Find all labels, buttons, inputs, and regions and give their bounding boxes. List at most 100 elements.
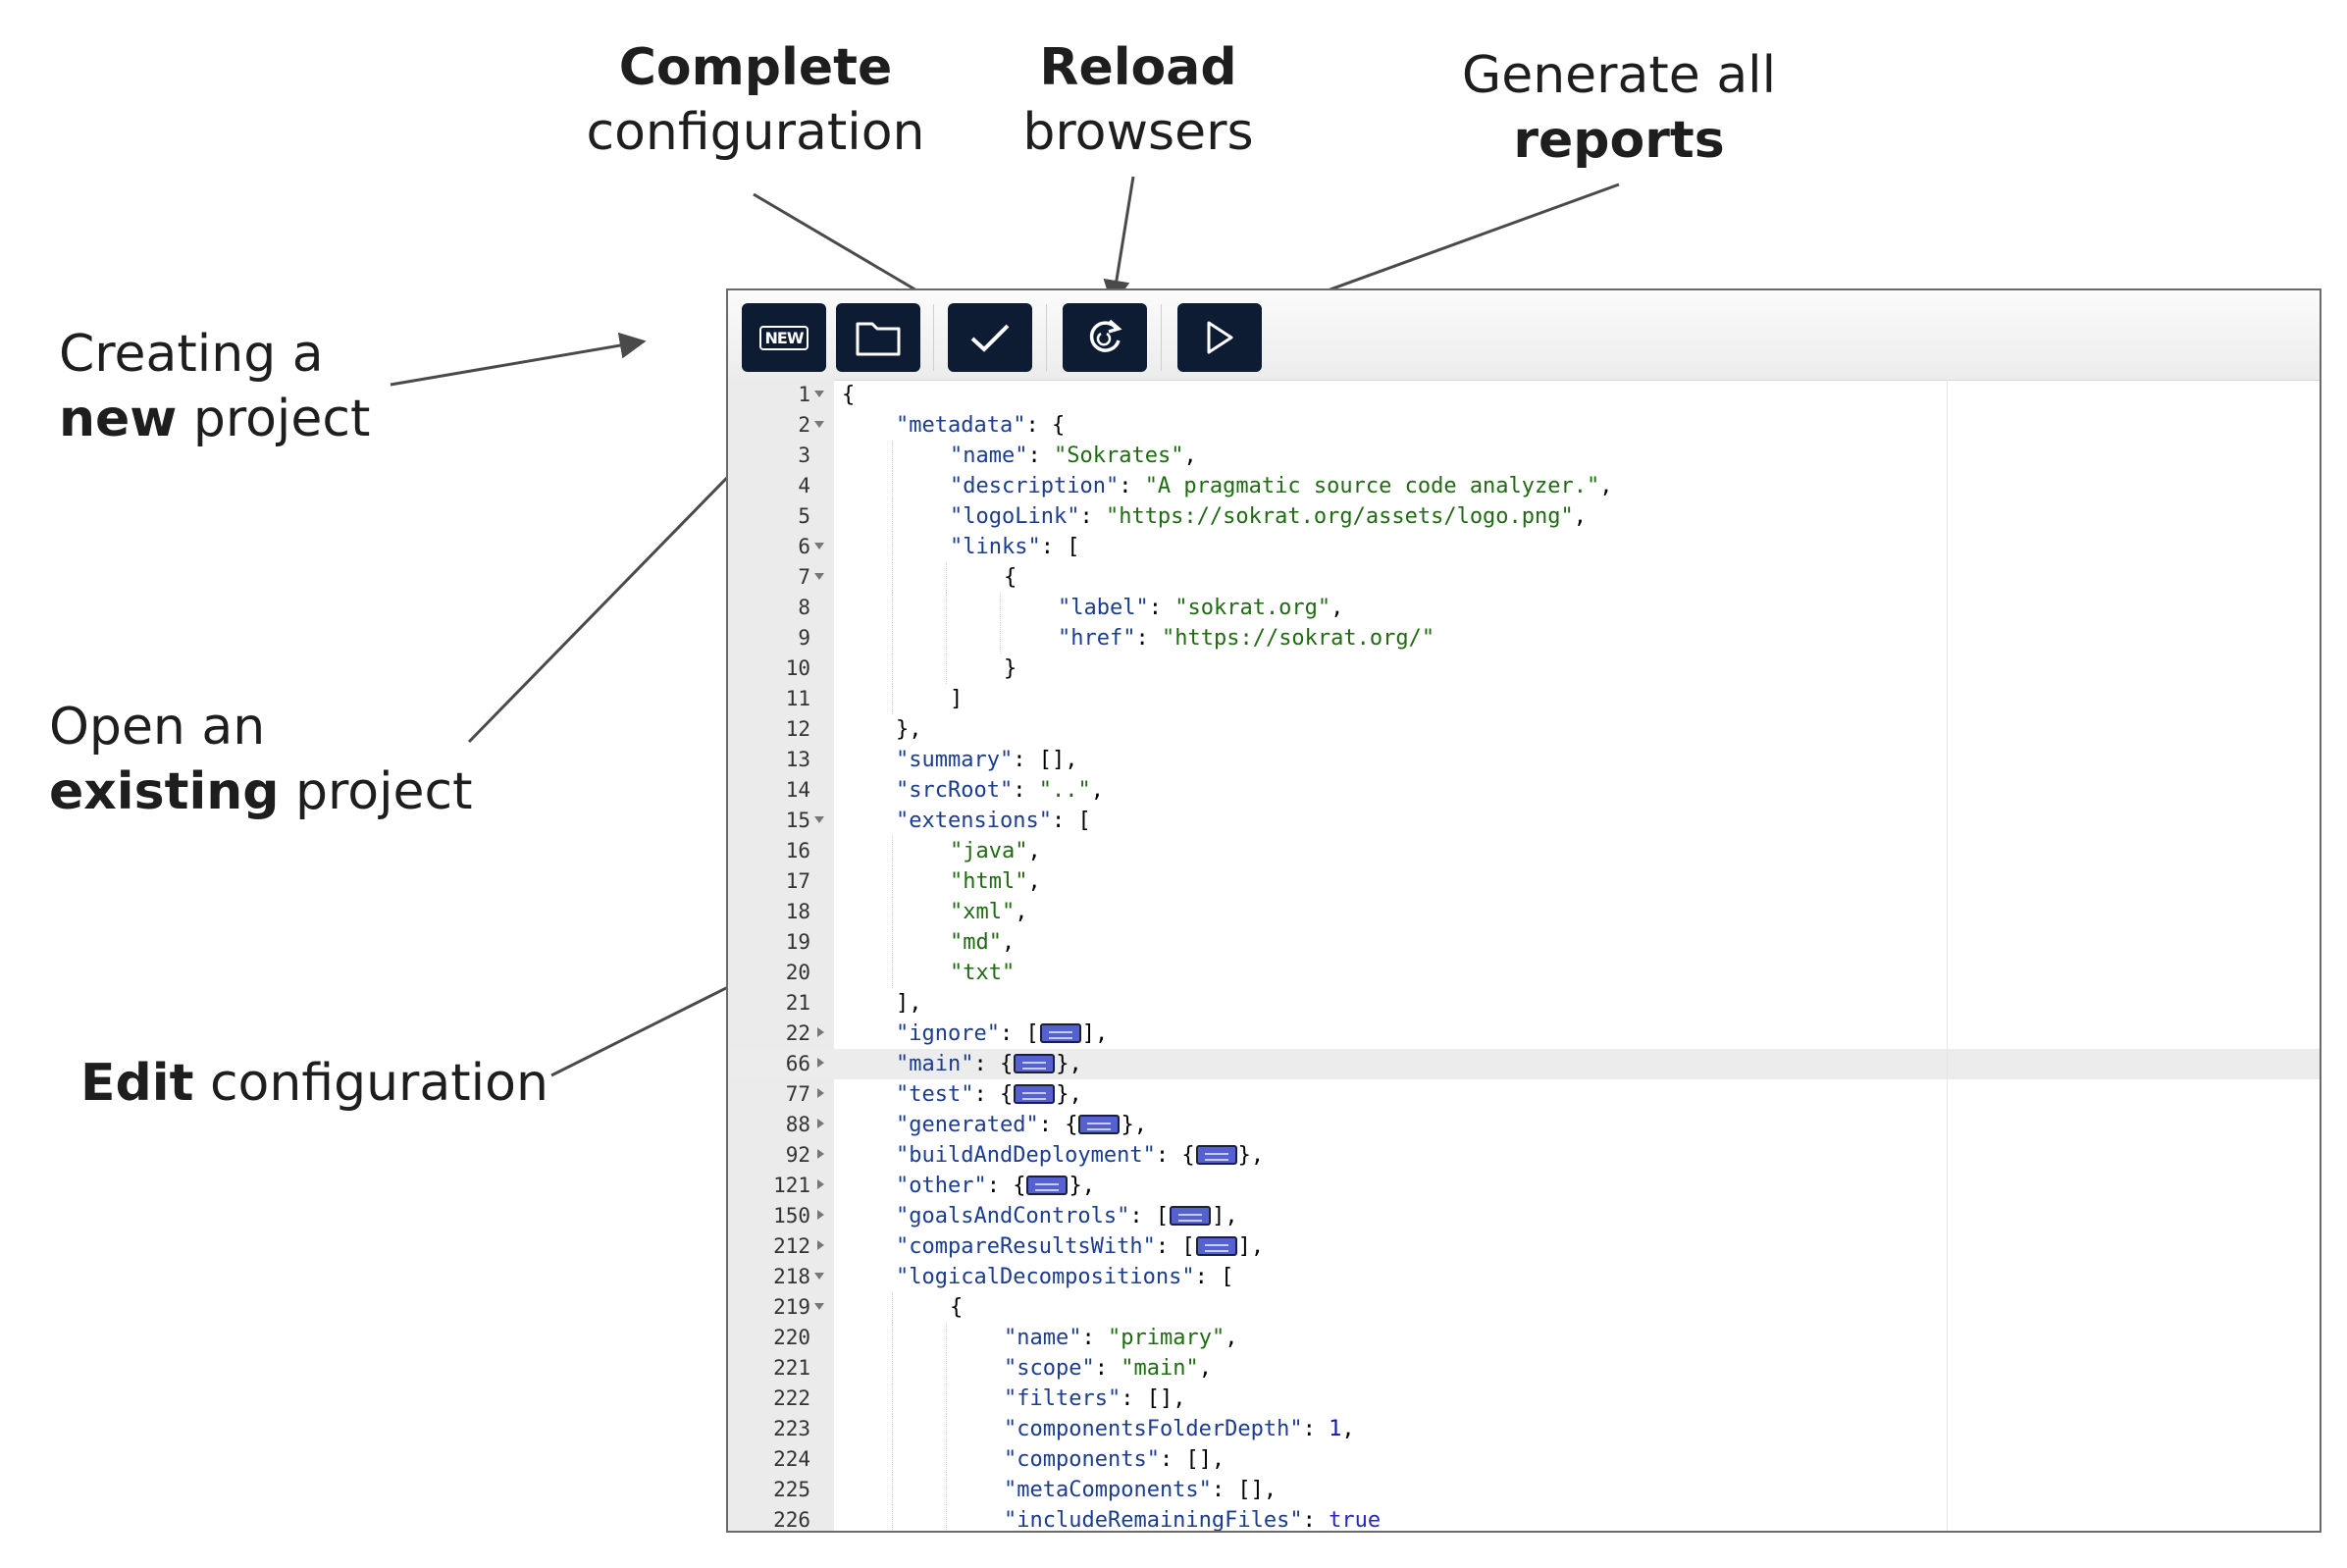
code-line[interactable]: 88"generated": {}, [728, 1110, 2320, 1140]
code-token: "summary" [896, 748, 1014, 772]
code-line[interactable]: 1{ [728, 380, 2320, 410]
code-line[interactable]: 121"other": {}, [728, 1171, 2320, 1201]
code-line[interactable]: 220"name": "primary", [728, 1323, 2320, 1353]
fold-open-icon[interactable] [814, 816, 824, 823]
code-line[interactable]: 5"logoLink": "https://sokrat.org/assets/… [728, 501, 2320, 532]
code-token: "componentsFolderDepth" [1004, 1417, 1303, 1441]
code-line[interactable]: 14"srcRoot": "..", [728, 775, 2320, 806]
code-line[interactable]: 8"label": "sokrat.org", [728, 593, 2320, 623]
code-line[interactable]: 212"compareResultsWith": [], [728, 1231, 2320, 1262]
fold-open-icon[interactable] [814, 1303, 824, 1310]
code-line[interactable]: 12}, [728, 714, 2320, 745]
line-number: 92 [785, 1143, 810, 1167]
code-line[interactable]: 222"filters": [], [728, 1384, 2320, 1414]
folded-block-icon[interactable] [1026, 1176, 1069, 1195]
code-token: "logoLink" [950, 504, 1080, 529]
line-number: 15 [785, 809, 810, 832]
folded-block-icon[interactable] [1078, 1115, 1121, 1134]
code-line[interactable]: 17"html", [728, 866, 2320, 897]
folded-block-icon[interactable] [1170, 1206, 1212, 1226]
fold-closed-icon[interactable] [817, 1210, 824, 1220]
code-line[interactable]: 18"xml", [728, 897, 2320, 927]
folded-block-icon[interactable] [1014, 1054, 1056, 1073]
code-line[interactable]: 13"summary": [], [728, 745, 2320, 775]
code-token: "logicalDecompositions" [896, 1265, 1195, 1289]
folded-block-icon[interactable] [1195, 1145, 1237, 1165]
fold-open-icon[interactable] [814, 573, 824, 580]
fold-closed-icon[interactable] [817, 1058, 824, 1068]
code-token: , [1198, 1356, 1212, 1381]
code-line[interactable]: 3"name": "Sokrates", [728, 441, 2320, 471]
callout-open-line1: Open an [49, 698, 266, 757]
code-line[interactable]: 225"metaComponents": [], [728, 1475, 2320, 1505]
code-text: "includeRemainingFiles": true [1004, 1505, 1381, 1531]
line-number: 17 [785, 869, 810, 893]
code-line[interactable]: 226"includeRemainingFiles": true [728, 1505, 2320, 1531]
code-line[interactable]: 218"logicalDecompositions": [ [728, 1262, 2320, 1292]
fold-closed-icon[interactable] [817, 1027, 824, 1037]
code-editor[interactable]: 1{2"metadata": {3"name": "Sokrates",4"de… [728, 380, 2320, 1531]
fold-closed-icon[interactable] [817, 1088, 824, 1098]
code-token: : { [986, 1174, 1026, 1198]
code-line[interactable]: 2"metadata": { [728, 410, 2320, 441]
code-line[interactable]: 150"goalsAndControls": [], [728, 1201, 2320, 1231]
code-text: "txt" [950, 958, 1015, 988]
fold-closed-icon[interactable] [817, 1240, 824, 1250]
indent-guide [946, 1444, 947, 1475]
fold-closed-icon[interactable] [817, 1119, 824, 1128]
line-number: 66 [785, 1052, 810, 1075]
line-number: 1 [798, 383, 810, 406]
indent-guide [892, 1323, 893, 1353]
indent-guide [892, 593, 893, 623]
folded-block-icon[interactable] [1039, 1023, 1081, 1043]
indent-guide [892, 501, 893, 532]
code-line[interactable]: 15"extensions": [ [728, 806, 2320, 836]
indent-guide [946, 1505, 947, 1531]
code-text: }, [896, 714, 922, 745]
code-text: } [1004, 653, 1017, 684]
new-project-button[interactable]: NEW [742, 303, 826, 372]
code-line[interactable]: 77"test": {}, [728, 1079, 2320, 1110]
reload-browsers-button[interactable] [1063, 303, 1147, 372]
code-line[interactable]: 4"description": "A pragmatic source code… [728, 471, 2320, 501]
code-line[interactable]: 20"txt" [728, 958, 2320, 988]
code-line[interactable]: 21], [728, 988, 2320, 1019]
code-line[interactable]: 22"ignore": [], [728, 1019, 2320, 1049]
code-line[interactable]: 92"buildAndDeployment": {}, [728, 1140, 2320, 1171]
code-line[interactable]: 11] [728, 684, 2320, 714]
fold-open-icon[interactable] [814, 543, 824, 549]
code-line[interactable]: 10} [728, 653, 2320, 684]
code-token: , [1090, 778, 1104, 803]
line-number: 219 [773, 1295, 810, 1319]
code-token: : [1081, 1326, 1108, 1350]
fold-open-icon[interactable] [814, 391, 824, 397]
fold-open-icon[interactable] [814, 421, 824, 428]
code-line[interactable]: 66"main": {}, [728, 1049, 2320, 1079]
code-line[interactable]: 221"scope": "main", [728, 1353, 2320, 1384]
open-project-button[interactable] [836, 303, 920, 372]
code-line[interactable]: 19"md", [728, 927, 2320, 958]
indent-guide [892, 897, 893, 927]
code-line[interactable]: 219{ [728, 1292, 2320, 1323]
code-line[interactable]: 9"href": "https://sokrat.org/" [728, 623, 2320, 653]
fold-closed-icon[interactable] [817, 1149, 824, 1159]
code-line[interactable]: 6"links": [ [728, 532, 2320, 562]
indent-guide [946, 623, 947, 653]
code-line[interactable]: 7{ [728, 562, 2320, 593]
code-line[interactable]: 224"components": [], [728, 1444, 2320, 1475]
code-token: 1 [1329, 1417, 1342, 1441]
code-token: "main" [1121, 1356, 1199, 1381]
line-number: 11 [785, 687, 810, 710]
code-token: "generated" [896, 1113, 1039, 1137]
fold-closed-icon[interactable] [817, 1179, 824, 1189]
code-token: "md" [950, 930, 1002, 955]
complete-configuration-button[interactable] [948, 303, 1032, 372]
line-number: 225 [773, 1478, 810, 1501]
fold-open-icon[interactable] [814, 1273, 824, 1280]
generate-reports-button[interactable] [1177, 303, 1262, 372]
code-token: "buildAndDeployment" [896, 1143, 1156, 1168]
code-line[interactable]: 223"componentsFolderDepth": 1, [728, 1414, 2320, 1444]
folded-block-icon[interactable] [1195, 1236, 1237, 1256]
code-line[interactable]: 16"java", [728, 836, 2320, 866]
folded-block-icon[interactable] [1014, 1084, 1056, 1104]
